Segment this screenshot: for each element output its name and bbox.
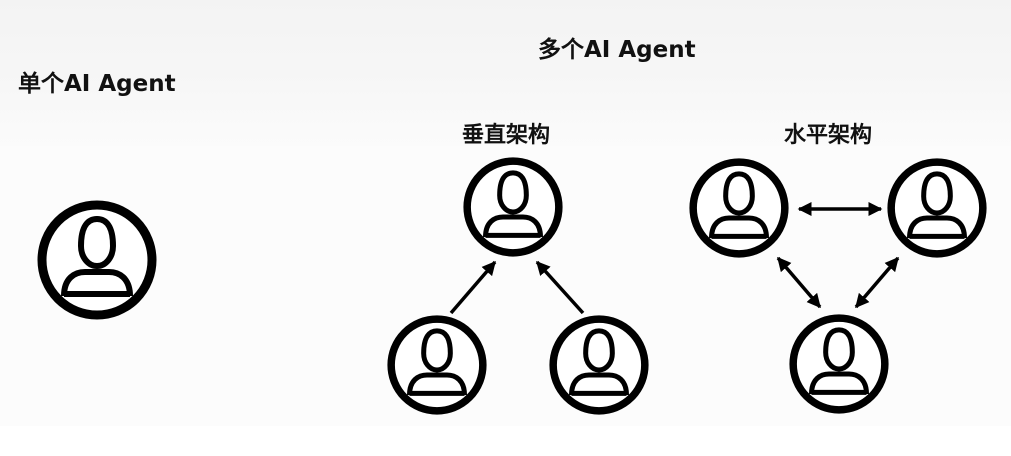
horizontal-right-agent-icon xyxy=(891,162,983,254)
single-agent xyxy=(42,205,152,315)
person-icon xyxy=(42,205,152,315)
multi-agent-title: 多个AI Agent xyxy=(538,37,696,63)
horizontal-architecture xyxy=(693,162,983,410)
arrow-icon xyxy=(535,260,585,315)
single-agent-title: 单个AI Agent xyxy=(18,71,176,97)
horizontal-bottom-agent-icon xyxy=(793,318,885,410)
double-arrow-icon xyxy=(854,256,900,309)
double-arrow-icon xyxy=(776,256,822,309)
vertical-architecture-title: 垂直架构 xyxy=(462,123,551,148)
vertical-top-agent-icon xyxy=(467,161,559,253)
vertical-architecture xyxy=(391,161,645,411)
arrow-icon xyxy=(449,260,497,315)
vertical-left-agent-icon xyxy=(391,319,483,411)
vertical-right-agent-icon xyxy=(553,319,645,411)
top-background-band xyxy=(0,0,1011,146)
horizontal-left-agent-icon xyxy=(693,162,785,254)
horizontal-architecture-title: 水平架构 xyxy=(784,123,873,148)
